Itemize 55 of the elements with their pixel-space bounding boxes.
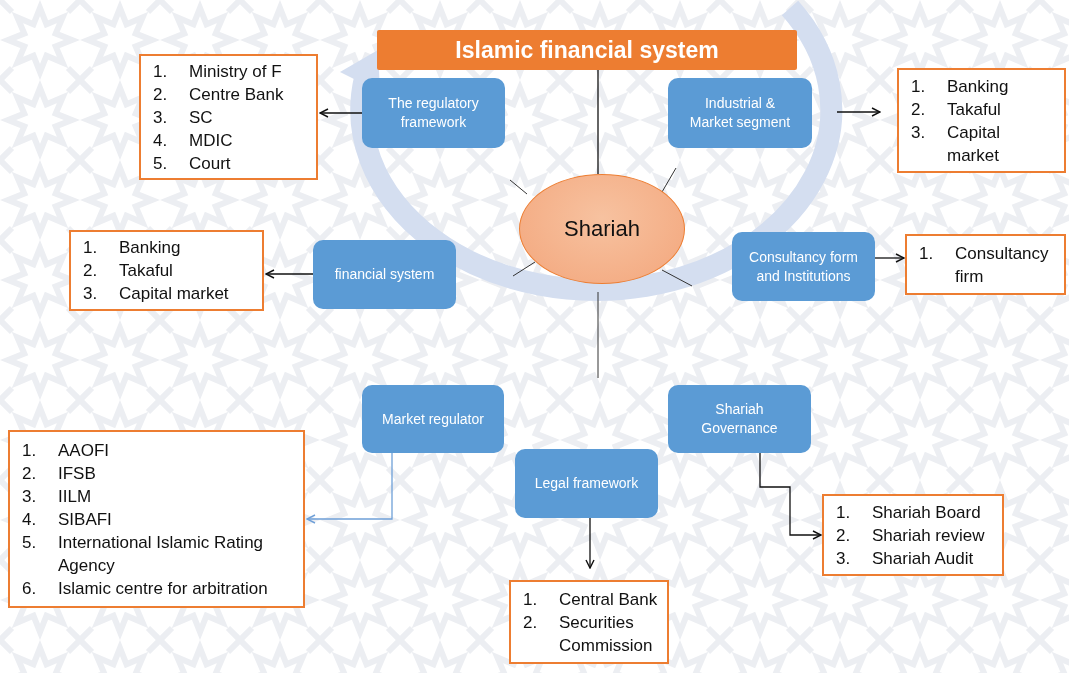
list-item: 1. Banking	[83, 237, 182, 259]
list-item: 1. Consultancy firm	[919, 242, 1050, 288]
list-item: 3. IILM	[22, 485, 93, 508]
box-label: financial system	[334, 265, 435, 284]
category-box	[668, 78, 812, 148]
list-box	[897, 68, 1066, 173]
list-item: 2. Takaful	[911, 98, 1002, 121]
category-box	[732, 232, 875, 301]
list-item: 6. Islamic centre for arbitration	[22, 577, 269, 600]
arrow	[759, 452, 822, 540]
arrow	[874, 253, 905, 263]
box-label: Shariah Governance	[700, 400, 779, 438]
list-item: 1. Ministry of F	[153, 60, 283, 83]
category-box	[668, 385, 811, 453]
list-item: 2. Takaful	[83, 260, 174, 282]
list-item: 2. Shariah review	[836, 524, 986, 547]
list-item: 1. AAOFI	[22, 439, 110, 462]
connector-line	[597, 69, 599, 175]
list-item: 2. Securities Commission	[523, 611, 654, 657]
arrow	[306, 452, 393, 524]
banner-label: Islamic financial system	[455, 36, 719, 64]
category-box	[362, 385, 504, 453]
category-box	[515, 449, 658, 518]
list-item: 3. Capital market	[911, 121, 1001, 167]
box-label: Legal framework	[534, 474, 639, 493]
list-box	[8, 430, 305, 608]
list-item: 4. MDIC	[153, 129, 234, 152]
list-item: 3. Shariah Audit	[836, 547, 975, 570]
list-item: 2. IFSB	[22, 462, 97, 485]
list-box	[69, 230, 264, 311]
arrow	[585, 517, 595, 569]
list-item: 1. Central Bank	[523, 588, 659, 611]
list-box	[139, 54, 318, 180]
list-item: 2. Centre Bank	[153, 83, 285, 106]
box-label: Consultancy form and Institutions	[748, 247, 859, 286]
list-item: 1. Banking	[911, 75, 1010, 98]
list-item: 3. Capital market	[83, 283, 230, 305]
list-item: 1. Shariah Board	[836, 501, 982, 524]
arrow	[265, 269, 314, 279]
box-label: Market regulator	[382, 409, 484, 429]
list-item: 5. International Islamic Rating Agency	[22, 531, 265, 577]
list-box	[509, 580, 669, 664]
list-item: 3. SC	[153, 106, 214, 129]
list-item: 4. SIBAFI	[22, 508, 113, 531]
box-label: The regulatory framework	[387, 94, 480, 132]
list-box	[822, 494, 1004, 576]
arrow	[836, 107, 881, 117]
list-box	[905, 234, 1066, 295]
list-item: 5. Court	[153, 152, 232, 175]
category-box	[313, 240, 456, 309]
title-banner	[377, 30, 797, 70]
box-label: Industrial & Market segment	[688, 94, 792, 132]
arrow	[319, 108, 363, 118]
box-label: Shariah	[564, 216, 640, 242]
category-box	[362, 78, 505, 148]
